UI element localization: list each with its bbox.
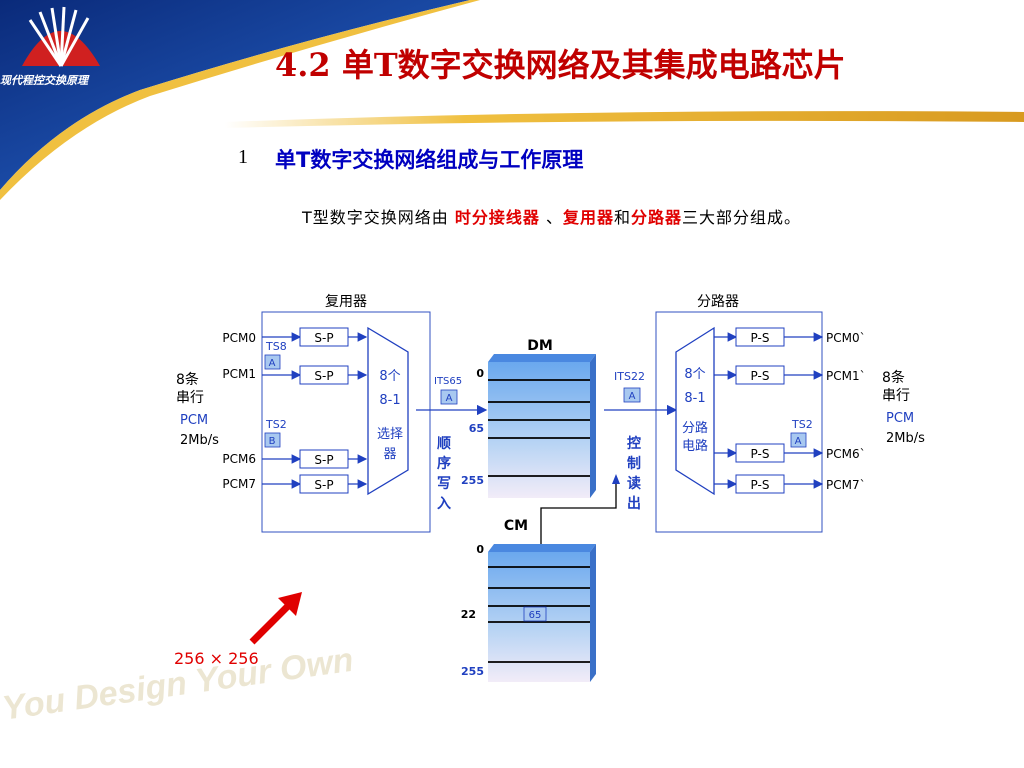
ps-box-7: P-S — [751, 478, 770, 492]
write-text-2: 写 — [437, 476, 451, 492]
selector-text-2: 选择 — [377, 427, 403, 442]
demux-output-pcm7: PCM7` — [826, 478, 866, 492]
distributor-text-2: 分路 — [682, 420, 708, 436]
right-desc-2: PCM — [886, 411, 914, 426]
mux-label: 复用器 — [325, 293, 367, 310]
demux-output-pcm1: PCM1` — [826, 369, 866, 383]
box-b-left: B — [269, 436, 276, 447]
para-part2: 、 — [539, 208, 563, 227]
para-demultiplexer: 分路器 — [631, 208, 683, 227]
demux-output-pcm0: PCM0` — [826, 331, 866, 345]
cm-label: CM — [504, 518, 528, 534]
selector-text-0: 8个 — [379, 369, 400, 384]
write-text-3: 入 — [437, 496, 451, 512]
demux-box — [655, 311, 823, 533]
ts2-right-label: TS2 — [791, 418, 813, 431]
logo-text: 现代程控交换原理 — [0, 74, 88, 87]
read-text-3: 出 — [627, 495, 641, 512]
distributor-text-0: 8个 — [684, 367, 705, 382]
distributor-text-3: 电路 — [682, 438, 708, 454]
selector-text-1: 8-1 — [379, 393, 400, 408]
distributor-trapezoid — [675, 326, 715, 496]
right-desc-0: 8条 — [882, 369, 905, 386]
para-part1: T型数字交换网络由 — [302, 208, 455, 227]
size-label: 256 × 256 — [174, 649, 259, 668]
left-desc-1: 串行 — [176, 390, 204, 406]
sp-box-7: S-P — [314, 478, 333, 492]
right-desc-1: 串行 — [882, 388, 910, 404]
ps-box-0: P-S — [751, 331, 770, 345]
mux-input-pcm6: PCM6 — [222, 452, 256, 466]
read-text-1: 制 — [627, 455, 641, 472]
page-title: 4.2 单T数字交换网络及其集成电路芯片 — [275, 46, 846, 84]
write-text-0: 顺 — [437, 436, 451, 452]
left-desc-3: 2Mb/s — [180, 433, 219, 448]
para-time-switch: 时分接线器 — [454, 208, 540, 227]
its65-label: ITS65 — [434, 376, 462, 387]
logo-fan-icon — [22, 6, 100, 67]
subtitle-text: 单T数字交换网络组成与工作原理 — [275, 148, 584, 172]
cm-addr-0: 0 — [476, 543, 484, 556]
dm-addr-255: 255 — [461, 474, 484, 487]
dm-addr-65: 65 — [469, 422, 484, 435]
description-paragraph: T型数字交换网络由 时分接线器 、复用器和分路器三大部分组成。 — [262, 200, 902, 236]
distributor-text-1: 8-1 — [684, 391, 705, 406]
box-a-right: A — [795, 436, 802, 447]
selector-text-3: 器 — [383, 447, 396, 462]
mux-box — [261, 311, 431, 533]
write-text-1: 序 — [437, 455, 451, 472]
mux-input-pcm0: PCM0 — [222, 331, 256, 345]
its22-label: ITS22 — [614, 370, 645, 383]
para-part4: 三大部分组成。 — [682, 208, 802, 227]
dm-addr-0: 0 — [476, 367, 484, 380]
mux-input-pcm1: PCM1 — [222, 367, 256, 381]
ps-box-1: P-S — [751, 369, 770, 383]
left-desc-2: PCM — [180, 413, 208, 428]
cm-value-65: 65 — [529, 610, 542, 621]
cm-addr-255: 255 — [461, 665, 484, 678]
read-text-0: 控 — [627, 435, 641, 452]
para-multiplexer: 复用器 — [562, 208, 614, 227]
sp-box-1: S-P — [314, 369, 333, 383]
sp-box-0: S-P — [314, 331, 333, 345]
demux-label: 分路器 — [697, 294, 739, 310]
box-a-left: A — [269, 358, 276, 369]
corner-decoration — [0, 0, 470, 190]
subtitle-number: 1 — [238, 146, 248, 168]
box-a-its65: A — [446, 393, 453, 404]
para-part3: 和 — [614, 208, 632, 227]
left-desc-0: 8条 — [176, 371, 199, 388]
dm-memory — [488, 362, 590, 498]
cm-addr-22: 22 — [461, 608, 476, 621]
ps-box-6: P-S — [751, 447, 770, 461]
mux-input-pcm7: PCM7 — [222, 477, 256, 491]
right-desc-3: 2Mb/s — [886, 431, 925, 446]
sp-box-6: S-P — [314, 453, 333, 467]
title-underline-bar — [225, 111, 1024, 128]
box-a-its22: A — [629, 391, 636, 402]
read-text-2: 读 — [627, 475, 641, 492]
ts2-left-label: TS2 — [265, 418, 287, 431]
ts8-label: TS8 — [265, 340, 287, 353]
selector-trapezoid — [367, 326, 409, 496]
dm-label: DM — [527, 338, 553, 354]
red-arrow-icon — [249, 601, 293, 645]
demux-output-pcm6: PCM6` — [826, 447, 866, 461]
